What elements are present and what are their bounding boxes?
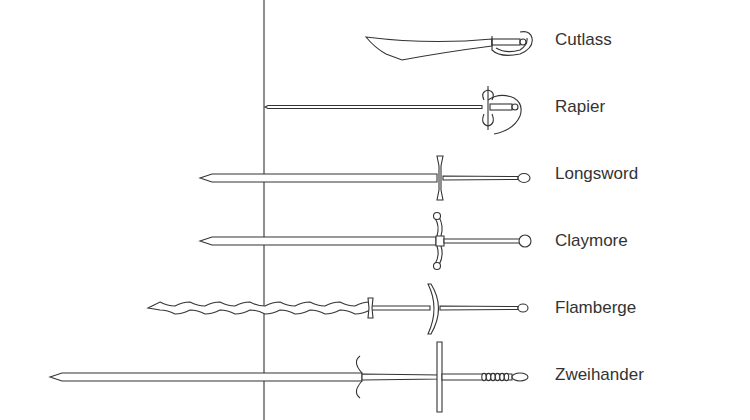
sword-name: Cutlass	[555, 30, 612, 50]
wavy-blade	[148, 302, 370, 314]
reference-line	[263, 0, 264, 420]
flamberge-drawing	[148, 284, 528, 334]
grip-ridge	[500, 373, 504, 380]
claymore-drawing	[200, 213, 531, 270]
grip-ridge	[495, 373, 499, 380]
zweihander-drawing	[50, 342, 528, 412]
sword-name: Flamberge	[555, 298, 636, 318]
cutlass-drawing	[366, 32, 532, 60]
sword-name: Longsword	[555, 164, 638, 184]
sword-name: Zweihander	[555, 365, 644, 385]
sword-name: Claymore	[555, 231, 628, 251]
grip-ridge	[486, 373, 490, 380]
grip-ridge	[482, 373, 486, 380]
rapier-drawing	[265, 86, 521, 134]
grip-ridge	[491, 373, 495, 380]
sword-name: Rapier	[555, 97, 605, 117]
grip-ridge	[504, 373, 508, 380]
longsword-drawing	[200, 156, 530, 200]
